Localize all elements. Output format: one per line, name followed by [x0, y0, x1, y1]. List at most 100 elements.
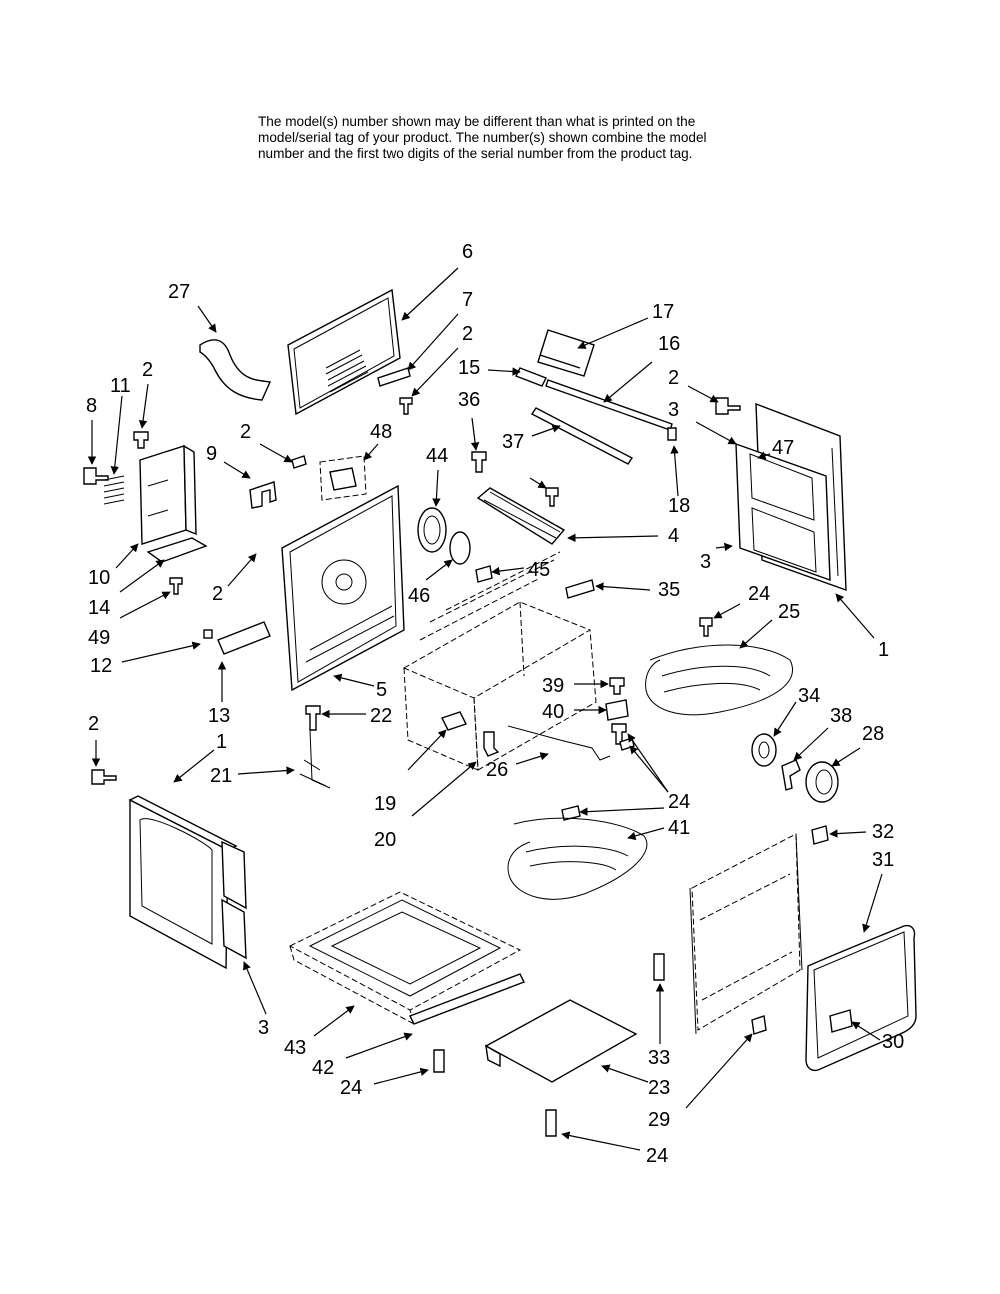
callout-45: 45	[528, 559, 550, 581]
part-45-drawing	[475, 565, 493, 583]
callout-1: 1	[216, 731, 227, 753]
callout-8: 8	[86, 395, 97, 417]
part-9-drawing	[249, 481, 277, 509]
part-41-drawing	[507, 817, 648, 900]
screw-drawing	[399, 397, 413, 415]
part-32-drawing	[811, 825, 829, 845]
callout-2: 2	[88, 713, 99, 735]
part-37-drawing	[530, 407, 634, 465]
callout-43: 43	[284, 1037, 306, 1059]
callout-3: 3	[668, 399, 679, 421]
part-23-drawing	[484, 999, 638, 1083]
callout-14: 14	[88, 597, 110, 619]
door-frame-drawing	[689, 833, 803, 1035]
callout-5: 5	[376, 679, 387, 701]
note-line: The model(s) number shown may be differe…	[258, 114, 696, 129]
leader-arrows	[87, 267, 883, 1151]
callout-10: 10	[88, 567, 110, 589]
callout-38: 38	[830, 705, 852, 727]
screw-drawing	[545, 1109, 557, 1137]
callout-31: 31	[872, 849, 894, 871]
callout-24: 24	[340, 1077, 362, 1099]
callout-20: 20	[374, 829, 396, 851]
callout-27: 27	[168, 281, 190, 303]
part-25-drawing	[645, 644, 793, 716]
part-36-drawing	[471, 451, 487, 473]
callout-34: 34	[798, 685, 820, 707]
part-44-drawing	[417, 507, 447, 553]
callout-29: 29	[648, 1109, 670, 1131]
part-15-drawing	[515, 367, 547, 387]
part-12-drawing	[203, 629, 213, 639]
part-18-drawing	[667, 427, 677, 441]
part-10-drawing	[139, 444, 197, 545]
callout-30: 30	[882, 1031, 904, 1053]
part-20-drawing	[483, 731, 500, 757]
callout-1: 1	[878, 639, 889, 661]
callout-7: 7	[462, 289, 473, 311]
part-11-drawing	[103, 475, 125, 505]
callout-17: 17	[652, 301, 674, 323]
part-19-drawing	[441, 711, 467, 731]
screw-drawing	[715, 397, 741, 415]
callout-25: 25	[778, 601, 800, 623]
callout-21: 21	[210, 765, 232, 787]
callout-35: 35	[658, 579, 680, 601]
callout-3: 3	[700, 551, 711, 573]
callout-2: 2	[462, 323, 473, 345]
part-13-drawing	[217, 621, 271, 655]
callout-2: 2	[668, 367, 679, 389]
part-29-drawing	[751, 1015, 767, 1035]
callout-41: 41	[668, 817, 690, 839]
part-28-drawing	[805, 761, 839, 803]
callout-15: 15	[458, 357, 480, 379]
callout-44: 44	[426, 445, 448, 467]
part-5-drawing	[281, 484, 405, 692]
part-48-drawing	[319, 455, 367, 501]
callout-4: 4	[668, 525, 679, 547]
screw-drawing	[561, 805, 581, 821]
part-21-drawing	[299, 729, 331, 789]
part-38-drawing	[781, 759, 801, 791]
callout-32: 32	[872, 821, 894, 843]
part-4-drawing	[476, 487, 566, 545]
callout-40: 40	[542, 701, 564, 723]
oven-cavity-drawing	[402, 551, 597, 771]
callout-23: 23	[648, 1077, 670, 1099]
callout-24: 24	[748, 583, 770, 605]
part-3-side-panel-drawing	[735, 402, 847, 592]
callout-9: 9	[206, 443, 217, 465]
part-39-drawing	[609, 677, 625, 695]
part-42-drawing	[409, 973, 525, 1025]
part-43-drawing	[288, 891, 522, 1025]
part-1-left-side-panel-drawing	[128, 795, 247, 970]
screw-drawing	[433, 1049, 445, 1073]
part-31-drawing	[805, 924, 917, 1072]
part-27-drawing	[199, 339, 272, 401]
screw-drawing	[291, 455, 307, 469]
part-40-drawing	[605, 699, 629, 721]
callout-12: 12	[90, 655, 112, 677]
part-35-drawing	[565, 579, 595, 599]
callout-33: 33	[648, 1047, 670, 1069]
screw-drawing	[91, 769, 117, 785]
part-34-drawing	[751, 733, 777, 767]
screw-drawing	[133, 431, 149, 449]
callout-42: 42	[312, 1057, 334, 1079]
part-6-drawing	[287, 288, 401, 416]
callout-19: 19	[374, 793, 396, 815]
callout-28: 28	[862, 723, 884, 745]
part-33-drawing	[653, 953, 665, 981]
callout-22: 22	[370, 705, 392, 727]
callout-18: 18	[668, 495, 690, 517]
callout-2: 2	[142, 359, 153, 381]
callout-2: 2	[212, 583, 223, 605]
screw-drawing	[699, 617, 713, 637]
screw-drawing	[545, 487, 559, 507]
callout-16: 16	[658, 333, 680, 355]
part-7-drawing	[377, 367, 411, 387]
callout-49: 49	[88, 627, 110, 649]
callout-6: 6	[462, 241, 473, 263]
callout-numbers: 27 6 7 2 17 16 15 2 8 11 36 37 2 3 47 2 …	[86, 241, 904, 1167]
callout-37: 37	[502, 431, 524, 453]
